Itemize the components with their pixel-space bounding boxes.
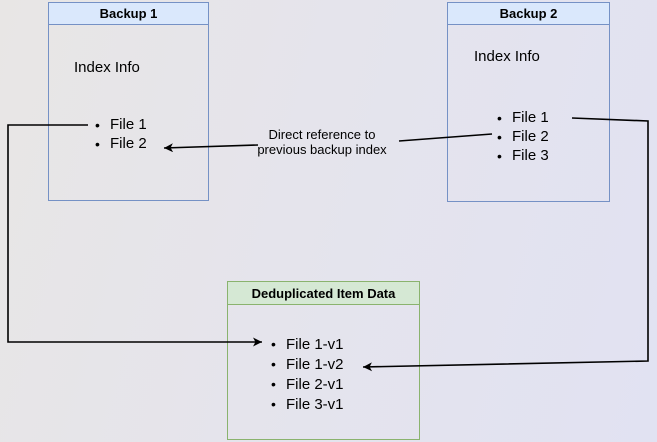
list-item: • File 2 (497, 127, 549, 146)
list-item: • File 1 (95, 115, 147, 134)
backup1-title: Backup 1 (49, 3, 208, 25)
file-label: File 1-v2 (286, 355, 344, 373)
backup2-node: Backup 2 Index Info • File 1 • File 2 • … (447, 2, 610, 202)
backup1-file-list: • File 1 • File 2 (95, 115, 147, 153)
backup2-index-info-label: Index Info (474, 48, 540, 65)
backup1-index-info-label: Index Info (74, 59, 140, 76)
file-label: File 3-v1 (286, 395, 344, 413)
bullet-icon: • (497, 109, 502, 126)
bullet-icon: • (271, 396, 276, 412)
file-label: File 1 (512, 109, 549, 126)
file-label: File 1-v1 (286, 335, 344, 353)
bullet-icon: • (271, 376, 276, 392)
bullet-icon: • (497, 147, 502, 164)
list-item: • File 3-v1 (271, 394, 344, 414)
bullet-icon: • (95, 116, 100, 133)
list-item: • File 2-v1 (271, 374, 344, 394)
file-label: File 2-v1 (286, 375, 344, 393)
list-item: • File 1-v2 (271, 354, 344, 374)
file-label: File 1 (110, 116, 147, 133)
annotation-line-1: Direct reference to (268, 127, 376, 142)
bullet-icon: • (95, 135, 100, 152)
backup1-node: Backup 1 Index Info • File 1 • File 2 (48, 2, 209, 201)
file-label: File 2 (512, 128, 549, 145)
file-label: File 3 (512, 147, 549, 164)
dedup-title: Deduplicated Item Data (228, 282, 419, 305)
bullet-icon: • (497, 128, 502, 145)
bullet-icon: • (271, 356, 276, 372)
backup2-title: Backup 2 (448, 3, 609, 25)
bullet-icon: • (271, 336, 276, 352)
file-label: File 2 (110, 135, 147, 152)
annotation-line-2: previous backup index (257, 142, 387, 157)
list-item: • File 2 (95, 134, 147, 153)
dedup-file-list: • File 1-v1 • File 1-v2 • File 2-v1 • Fi… (271, 334, 344, 414)
edge-annotation: Direct reference to previous backup inde… (237, 127, 407, 157)
list-item: • File 1 (497, 108, 549, 127)
backup2-file-list: • File 1 • File 2 • File 3 (497, 108, 549, 165)
dedup-node: Deduplicated Item Data • File 1-v1 • Fil… (227, 281, 420, 440)
list-item: • File 1-v1 (271, 334, 344, 354)
list-item: • File 3 (497, 146, 549, 165)
